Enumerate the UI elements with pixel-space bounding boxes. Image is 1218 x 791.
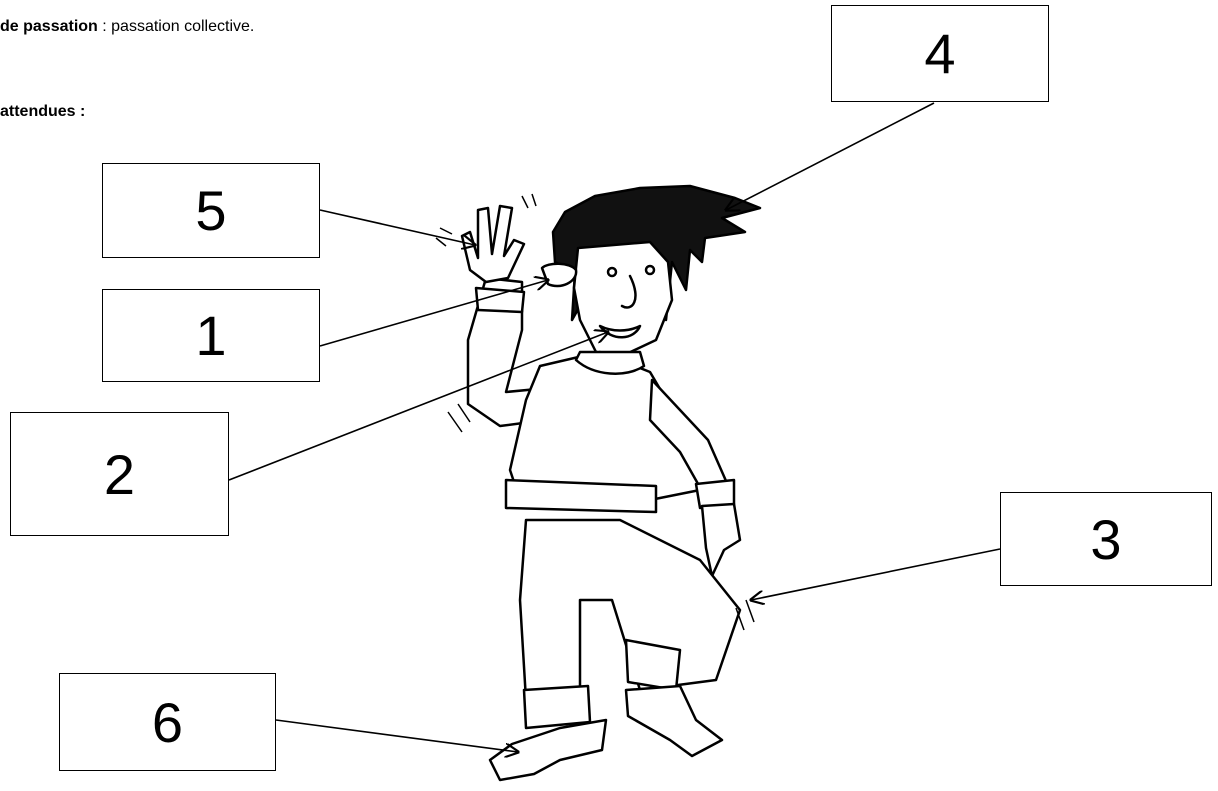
- right-eye: [644, 264, 656, 276]
- pointer-1: [319, 280, 548, 347]
- nose-shape: [620, 274, 637, 309]
- label-box-5: 5: [102, 163, 320, 258]
- label-box-2: 2: [10, 412, 229, 536]
- trouser-cuff-right: [624, 638, 682, 692]
- right-foot: [624, 684, 724, 758]
- motion-marks: [435, 193, 755, 631]
- instructions-line: de passation : passation collective.: [0, 18, 254, 36]
- label-box-1: 1: [102, 289, 320, 382]
- label-5-text: 5: [195, 179, 227, 242]
- answers-heading: attendues :: [0, 103, 86, 120]
- mode-label: de passation: [0, 18, 98, 35]
- collar-shape: [574, 350, 646, 375]
- pointer-3: [751, 548, 1001, 600]
- label-2-text: 2: [103, 442, 136, 506]
- label-1-text: 1: [195, 304, 227, 367]
- label-3-text: 3: [1090, 507, 1122, 571]
- pointer-lines: [228, 102, 1001, 752]
- pointer-2: [228, 332, 608, 481]
- label-6-text: 6: [151, 690, 184, 754]
- pointer-4: [726, 102, 935, 210]
- cuff-top: [474, 286, 526, 314]
- sweater-hem: [504, 478, 658, 514]
- label-box-6: 6: [59, 673, 276, 771]
- mode-value: : passation collective.: [97, 18, 255, 35]
- pointer-5: [319, 209, 475, 245]
- pointer-6: [275, 719, 518, 752]
- lower-hand: [700, 502, 742, 578]
- ear-shape: [540, 262, 578, 288]
- left-eye: [606, 266, 618, 278]
- waving-boy-illustration: [460, 184, 762, 782]
- label-box-3: 3: [1000, 492, 1212, 586]
- trouser-cuff-left: [522, 684, 592, 730]
- label-box-4: 4: [831, 5, 1049, 102]
- label-4-text: 4: [924, 22, 956, 85]
